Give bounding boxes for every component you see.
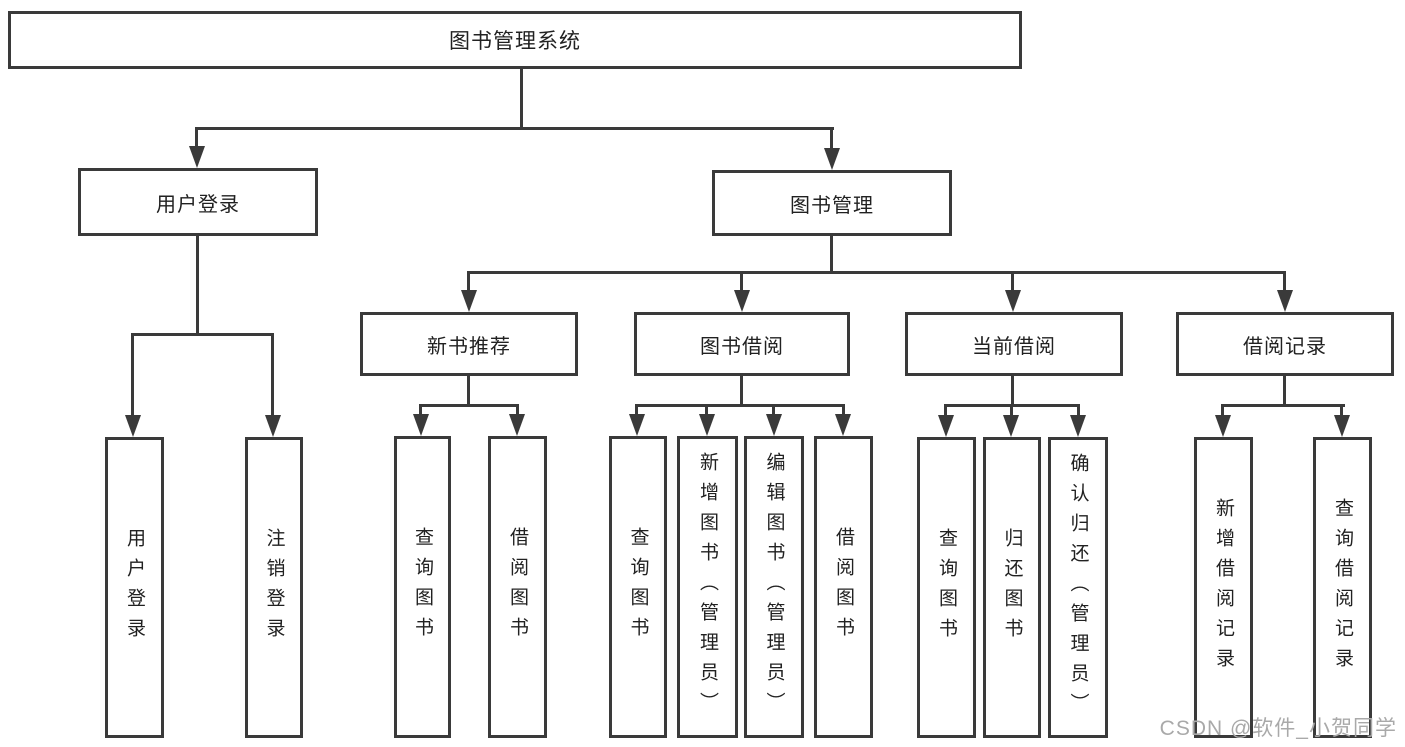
node-label: 新增借阅记录	[1213, 497, 1234, 678]
edge-g4-leaf3-drop	[1077, 404, 1080, 420]
edge-root-splitter	[195, 127, 834, 130]
node-label: 用户登录	[124, 527, 145, 648]
edge-g2-leaf1-drop	[419, 404, 422, 420]
edge-new-books-drop	[467, 271, 470, 295]
edge-user-login-splitter	[131, 333, 274, 336]
csdn-watermark: CSDN @软件_小贺同学	[1159, 717, 1397, 740]
node-label: 查询图书	[412, 527, 433, 647]
node-label: 借阅图书	[833, 527, 854, 647]
node-label: 当前借阅	[972, 335, 1056, 358]
leaf-add-borrow-record: 新增借阅记录	[1194, 437, 1253, 738]
arrowhead-g4-leaf2	[1003, 415, 1019, 437]
arrowhead-current-borrow	[1005, 290, 1021, 312]
edge-login-leaf2-drop	[271, 333, 274, 421]
arrowhead-login-leaf2	[265, 415, 281, 437]
leaf-confirm-return-admin: 确认归还（管理员）	[1048, 437, 1108, 738]
arrowhead-book-mgmt	[824, 148, 840, 170]
edge-book-borrow-drop	[740, 271, 743, 295]
edge-g4-leaf1-drop	[944, 404, 947, 420]
edge-user-login-stem	[196, 236, 199, 336]
edge-borrow-records-splitter	[1221, 404, 1345, 407]
leaf-logout: 注销登录	[245, 437, 303, 738]
edge-g5-leaf2-drop	[1340, 404, 1343, 420]
node-new-book-recommend: 新书推荐	[360, 312, 578, 376]
edge-g3-leaf3-drop	[772, 404, 775, 420]
arrowhead-user-login	[189, 146, 205, 168]
arrowhead-new-books	[461, 290, 477, 312]
node-book-management: 图书管理	[712, 170, 952, 236]
edge-login-leaf1-drop	[131, 333, 134, 421]
node-user-login: 用户登录	[78, 168, 318, 236]
arrowhead-g3-leaf1	[629, 414, 645, 436]
arrowhead-g2-leaf1	[413, 414, 429, 436]
edge-current-borrow-stem	[1011, 376, 1014, 406]
edge-book-borrow-stem	[740, 376, 743, 406]
node-label: 确认归还（管理员）	[1067, 452, 1089, 723]
edge-new-books-splitter	[419, 404, 519, 407]
arrowhead-g5-leaf1	[1215, 415, 1231, 437]
edge-current-borrow-drop	[1011, 271, 1014, 295]
arrowhead-g3-leaf4	[835, 414, 851, 436]
edge-root-stem	[520, 68, 523, 130]
arrowhead-g3-leaf3	[766, 414, 782, 436]
arrowhead-g4-leaf1	[938, 415, 954, 437]
edge-g3-leaf2-drop	[705, 404, 708, 420]
node-label: 查询图书	[627, 527, 649, 647]
node-label: 查询借阅记录	[1332, 497, 1353, 678]
node-label: 归还图书	[1001, 527, 1023, 648]
leaf-add-books-admin: 新增图书（管理员）	[677, 436, 738, 738]
edge-g4-leaf2-drop	[1010, 404, 1013, 420]
node-label: 图书管理	[790, 194, 874, 217]
edge-borrow-records-stem	[1283, 376, 1286, 406]
arrowhead-book-borrow	[734, 290, 750, 312]
node-current-borrowing: 当前借阅	[905, 312, 1123, 376]
leaf-query-borrow-record: 查询借阅记录	[1313, 437, 1372, 738]
leaf-query-books-borrow: 查询图书	[609, 436, 667, 738]
leaf-query-books-current: 查询图书	[917, 437, 976, 738]
node-book-borrowing: 图书借阅	[634, 312, 850, 376]
node-label: 借阅图书	[507, 527, 528, 647]
leaf-query-books-recommend: 查询图书	[394, 436, 451, 738]
leaf-borrow-books-recommend: 借阅图书	[488, 436, 547, 738]
node-label: 借阅记录	[1243, 335, 1327, 358]
arrowhead-login-leaf1	[125, 415, 141, 437]
node-label: 新书推荐	[427, 335, 511, 358]
edge-book-mgmt-splitter	[467, 271, 1286, 274]
leaf-edit-books-admin: 编辑图书（管理员）	[744, 436, 804, 738]
edge-book-mgmt-drop	[830, 127, 833, 153]
node-label: 新增图书（管理员）	[697, 452, 718, 722]
edge-g2-leaf2-drop	[516, 404, 519, 420]
node-label: 图书借阅	[700, 335, 784, 358]
edge-user-login-drop	[195, 127, 198, 151]
node-label: 用户登录	[156, 193, 240, 216]
edge-new-books-stem	[467, 376, 470, 406]
arrowhead-borrow-records	[1277, 290, 1293, 312]
arrowhead-g5-leaf2	[1334, 415, 1350, 437]
edge-g3-leaf4-drop	[842, 404, 845, 420]
edge-book-mgmt-stem	[830, 236, 833, 274]
leaf-user-login: 用户登录	[105, 437, 164, 738]
node-label: 查询图书	[936, 527, 957, 648]
node-library-management-system: 图书管理系统	[8, 11, 1022, 69]
edge-g3-leaf1-drop	[635, 404, 638, 420]
leaf-borrow-books: 借阅图书	[814, 436, 873, 738]
edge-book-borrow-splitter	[635, 404, 845, 407]
arrowhead-g4-leaf3	[1070, 415, 1086, 437]
arrowhead-g2-leaf2	[509, 414, 525, 436]
node-borrowing-records: 借阅记录	[1176, 312, 1394, 376]
edge-borrow-records-drop	[1283, 271, 1286, 295]
node-label: 注销登录	[263, 527, 285, 648]
arrowhead-g3-leaf2	[699, 414, 715, 436]
node-label: 图书管理系统	[449, 30, 581, 53]
edge-g5-leaf1-drop	[1221, 404, 1224, 420]
node-label: 编辑图书（管理员）	[763, 452, 785, 722]
leaf-return-books: 归还图书	[983, 437, 1041, 738]
